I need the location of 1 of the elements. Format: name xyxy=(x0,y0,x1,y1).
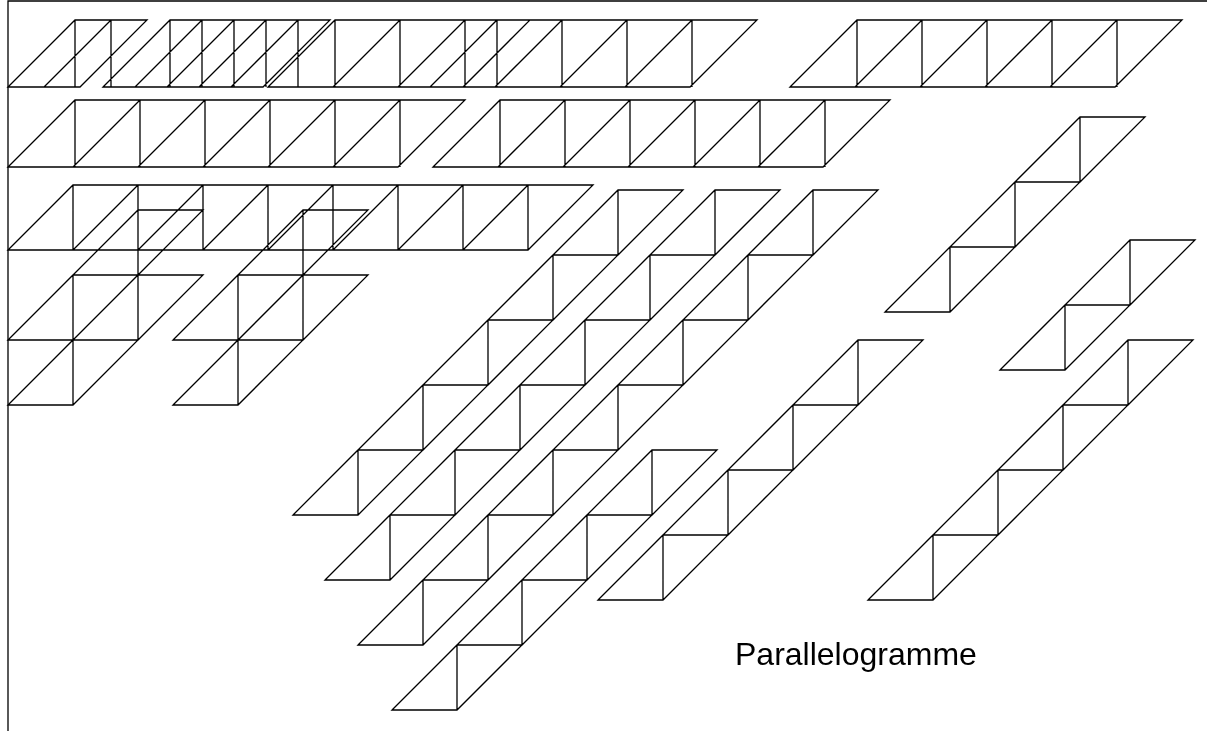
diagram-label: Parallelogramme xyxy=(735,638,977,670)
